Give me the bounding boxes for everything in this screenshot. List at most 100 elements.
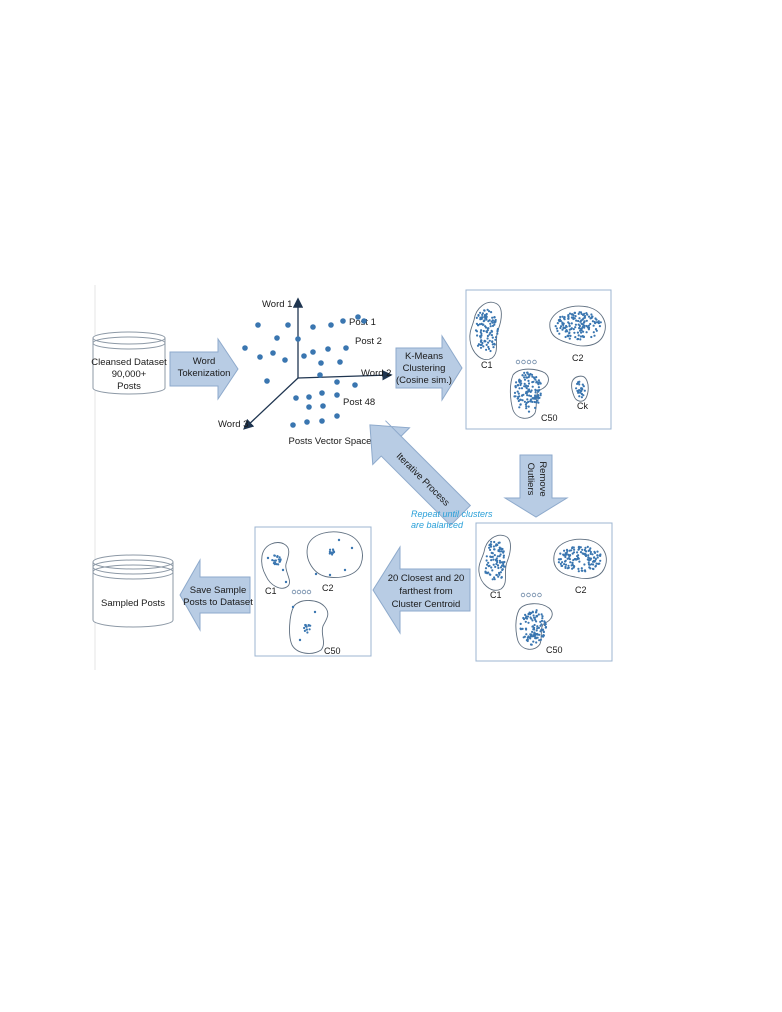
cluster-point xyxy=(583,569,587,572)
cluster-point xyxy=(524,620,527,623)
cluster-point xyxy=(498,573,501,576)
post2-label: Post 2 xyxy=(355,336,382,347)
cluster-point xyxy=(577,391,580,394)
cluster-point xyxy=(331,553,334,556)
cluster-point xyxy=(542,634,545,637)
cluster-c50-label: C50 xyxy=(541,413,558,423)
cluster-point xyxy=(580,319,583,322)
cluster-point xyxy=(494,338,497,341)
cluster-point xyxy=(490,551,493,555)
sampled-c50-outline xyxy=(289,600,329,654)
cluster-point xyxy=(564,553,567,557)
cluster-point xyxy=(589,550,593,554)
cluster-point xyxy=(491,324,495,327)
cluster-point xyxy=(485,343,488,346)
cluster-point xyxy=(582,385,585,388)
cluster-point xyxy=(594,559,597,562)
cluster-point xyxy=(486,308,489,311)
cluster-point xyxy=(583,320,586,323)
cluster-point xyxy=(540,613,543,616)
cluster-point xyxy=(483,340,486,343)
cluster-point xyxy=(490,559,493,562)
cluster-point xyxy=(484,567,488,570)
cluster-point xyxy=(579,389,582,392)
cluster-point xyxy=(519,403,522,406)
cluster-point xyxy=(304,623,307,627)
sampled-posts-label: Sampled Posts xyxy=(101,598,165,609)
cluster-point xyxy=(497,549,500,553)
cluster-point xyxy=(580,387,584,390)
cluster-point xyxy=(534,637,537,640)
cluster-point xyxy=(276,555,279,558)
cluster-point xyxy=(597,320,600,323)
cluster-point xyxy=(479,336,482,339)
cluster-point xyxy=(526,394,529,397)
cluster-point xyxy=(480,329,483,332)
cluster-point xyxy=(527,410,531,413)
cluster-point xyxy=(284,580,288,584)
cluster-points-initial xyxy=(474,308,602,413)
cluster-point xyxy=(488,310,491,313)
cluster-point xyxy=(564,559,567,562)
cluster-point xyxy=(539,630,542,633)
cluster-point xyxy=(485,312,488,316)
cluster-point xyxy=(582,330,585,333)
cluster-point xyxy=(577,319,580,323)
cluster-point xyxy=(532,380,535,383)
cluster-point xyxy=(530,400,533,403)
cluster-point xyxy=(583,563,586,566)
cluster-point xyxy=(540,619,544,623)
cluster-point xyxy=(586,545,589,549)
cluster-point xyxy=(537,383,540,386)
note-line-1: Repeat until clusters xyxy=(411,509,493,519)
cluster-point xyxy=(482,345,485,348)
cluster-point xyxy=(595,329,598,332)
cluster-point xyxy=(533,616,536,619)
cluster-point xyxy=(596,550,599,553)
cluster-point xyxy=(571,561,574,565)
cluster-point xyxy=(556,322,559,325)
cluster-point xyxy=(573,558,576,561)
cluster-point xyxy=(577,545,581,549)
cluster-point xyxy=(525,407,528,410)
cluster-point xyxy=(481,341,484,345)
cluster-point xyxy=(516,390,519,393)
cluster-ck-outline xyxy=(571,375,589,402)
cluster-point xyxy=(487,341,490,344)
cluster-point xyxy=(488,546,491,549)
cluster-point xyxy=(582,324,585,327)
cluster-point xyxy=(574,326,577,329)
cluster-point xyxy=(530,633,533,636)
cluster-point xyxy=(580,567,583,570)
cluster-point xyxy=(583,326,586,329)
post-point xyxy=(317,372,323,378)
cluster-point xyxy=(577,323,580,326)
post-point xyxy=(310,349,316,355)
cluster-ck-label: Ck xyxy=(577,401,588,411)
cluster-point xyxy=(500,576,503,579)
cluster-point xyxy=(485,316,488,319)
cluster-point xyxy=(598,554,601,557)
cluster-point xyxy=(529,616,532,619)
cluster-point xyxy=(514,385,517,388)
cluster-point xyxy=(581,335,584,338)
cluster-point xyxy=(536,632,539,636)
ellipsis-dot xyxy=(301,589,307,595)
cluster-point xyxy=(574,336,577,339)
cluster-point xyxy=(525,633,528,636)
cluster-point xyxy=(566,330,569,333)
cluster-point xyxy=(538,633,541,636)
cluster-point xyxy=(589,322,592,326)
cluster-point xyxy=(527,400,530,403)
cluster-point xyxy=(568,331,571,334)
cluster-point xyxy=(590,335,593,339)
cluster-point xyxy=(531,610,534,613)
cluster-point xyxy=(273,554,276,557)
cluster-point xyxy=(582,394,585,397)
cluster-point xyxy=(486,329,489,332)
cluster-point xyxy=(565,324,568,328)
cluster-point xyxy=(499,553,502,556)
cluster-point xyxy=(487,561,490,564)
cluster-point xyxy=(499,561,502,564)
cluster-point xyxy=(501,564,504,567)
